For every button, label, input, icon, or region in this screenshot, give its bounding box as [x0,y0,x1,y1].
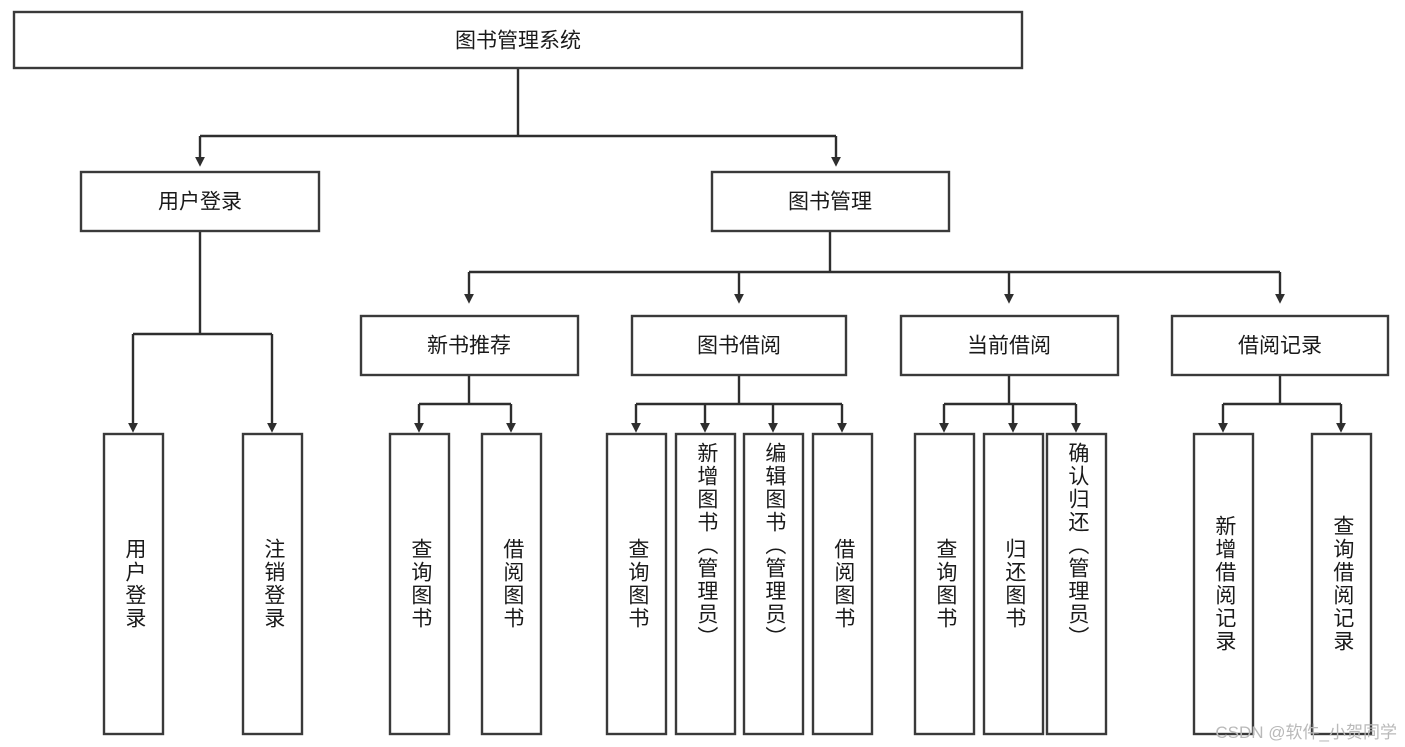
node-book-borrow[interactable]: 图书借阅 [630,314,848,377]
node-borrow-record-label: 借阅记录 [1238,335,1322,358]
connectors-currentborrow-to-leaves [939,375,1081,433]
connectors-root-to-level2 [195,68,841,167]
watermark: CSDN @软件_小贺同学 [1215,723,1397,742]
node-book-manage-label: 图书管理 [788,191,872,214]
node-book-manage[interactable]: 图书管理 [710,170,951,233]
node-new-book-recommend[interactable]: 新书推荐 [359,314,580,377]
node-leaf-user-logout[interactable] [241,432,304,736]
node-leaf-edit-book[interactable] [742,432,805,736]
connectors-bookmanage-to-level3 [464,231,1285,304]
node-leaf-add-record[interactable] [1192,432,1255,736]
node-leaf-query-book-1[interactable] [388,432,451,736]
connectors-bookborrow-to-leaves [631,375,847,433]
node-leaf-query-book-3[interactable] [913,432,976,736]
node-leaf-user-login[interactable] [102,432,165,736]
node-leaf-add-book[interactable] [674,432,737,736]
node-user-login-label: 用户登录 [158,191,242,214]
connectors-userlogin-to-leaves [128,231,277,433]
node-leaf-query-book-2[interactable] [605,432,668,736]
node-leaf-borrow-book-1[interactable] [480,432,543,736]
node-current-borrow[interactable]: 当前借阅 [899,314,1120,377]
node-leaf-borrow-book-2[interactable] [811,432,874,736]
connectors-borrowrecord-to-leaves [1218,375,1346,433]
node-book-borrow-label: 图书借阅 [697,335,781,358]
node-leaf-return-book[interactable] [982,432,1045,736]
node-leaf-query-record[interactable] [1310,432,1373,736]
node-root-label: 图书管理系统 [455,30,581,53]
node-new-book-recommend-label: 新书推荐 [427,335,511,358]
node-borrow-record[interactable]: 借阅记录 [1170,314,1390,377]
node-leaf-confirm-return[interactable] [1045,432,1108,736]
node-current-borrow-label: 当前借阅 [967,335,1051,358]
node-root[interactable]: 图书管理系统 [12,10,1024,70]
connectors-newbook-to-leaves [414,375,516,433]
node-user-login[interactable]: 用户登录 [79,170,321,233]
